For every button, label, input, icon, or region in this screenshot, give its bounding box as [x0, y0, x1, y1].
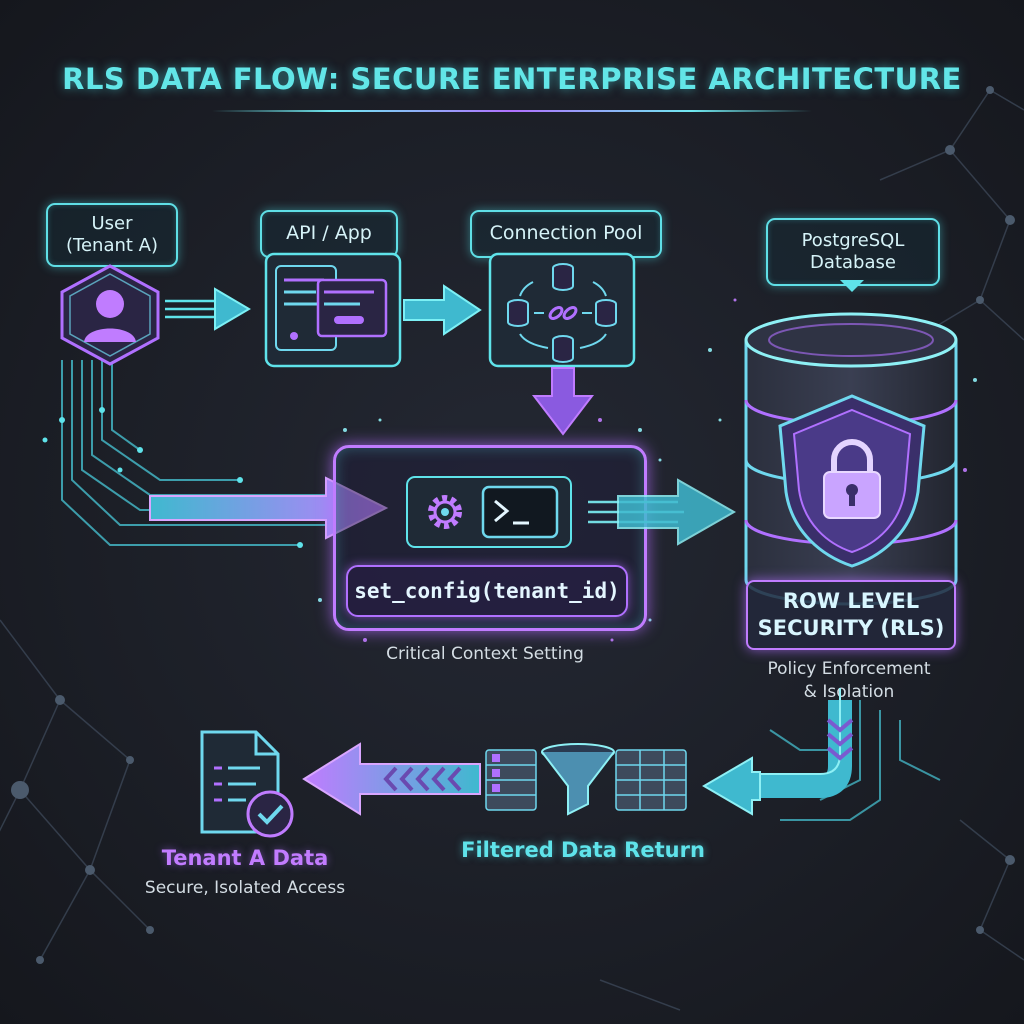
- arrow-context-to-database: [588, 478, 737, 546]
- terminal-icon: [481, 485, 559, 539]
- funnel-icon: [485, 743, 687, 816]
- rls-label: ROW LEVEL SECURITY (RLS): [757, 588, 945, 640]
- user-label: User (Tenant A): [66, 212, 158, 257]
- result-label: Tenant A Data: [161, 846, 329, 870]
- app-window-icon: [264, 252, 402, 368]
- context-icons: [406, 476, 572, 548]
- database-pool-icon: [488, 252, 636, 368]
- set-config-code: set_config(tenant_id): [346, 565, 628, 617]
- database-label-pointer: [840, 280, 864, 292]
- rls-caption: Policy Enforcement & Isolation: [767, 659, 931, 702]
- api-label: API / App: [286, 222, 372, 245]
- diagram-title: RLS DATA FLOW: SECURE ENTERPRISE ARCHITE…: [62, 62, 962, 96]
- arrow-api-to-pool: [403, 284, 482, 336]
- database-label: PostgreSQL Database: [801, 229, 905, 274]
- result-caption: Secure, Isolated Access: [144, 878, 346, 898]
- filter-label: Filtered Data Return: [461, 838, 705, 862]
- context-caption: Critical Context Setting: [386, 644, 584, 664]
- database-label-box: PostgreSQL Database: [766, 218, 940, 286]
- pool-label-box: Connection Pool: [470, 210, 662, 258]
- arrow-user-to-context: [149, 476, 389, 540]
- shield-lock-icon: [778, 394, 926, 568]
- user-icon: [60, 264, 160, 366]
- title-divider: [212, 110, 812, 112]
- pool-label: Connection Pool: [489, 222, 643, 245]
- gear-icon: [428, 495, 462, 529]
- api-label-box: API / App: [260, 210, 398, 258]
- arrow-filter-to-result: [302, 742, 481, 816]
- document-check-icon: [200, 730, 294, 838]
- arrow-user-to-api: [165, 287, 251, 331]
- rls-banner: ROW LEVEL SECURITY (RLS): [746, 580, 956, 650]
- arrow-pool-to-context: [531, 367, 595, 436]
- user-label-box: User (Tenant A): [46, 203, 178, 267]
- arrow-database-return: [702, 688, 854, 816]
